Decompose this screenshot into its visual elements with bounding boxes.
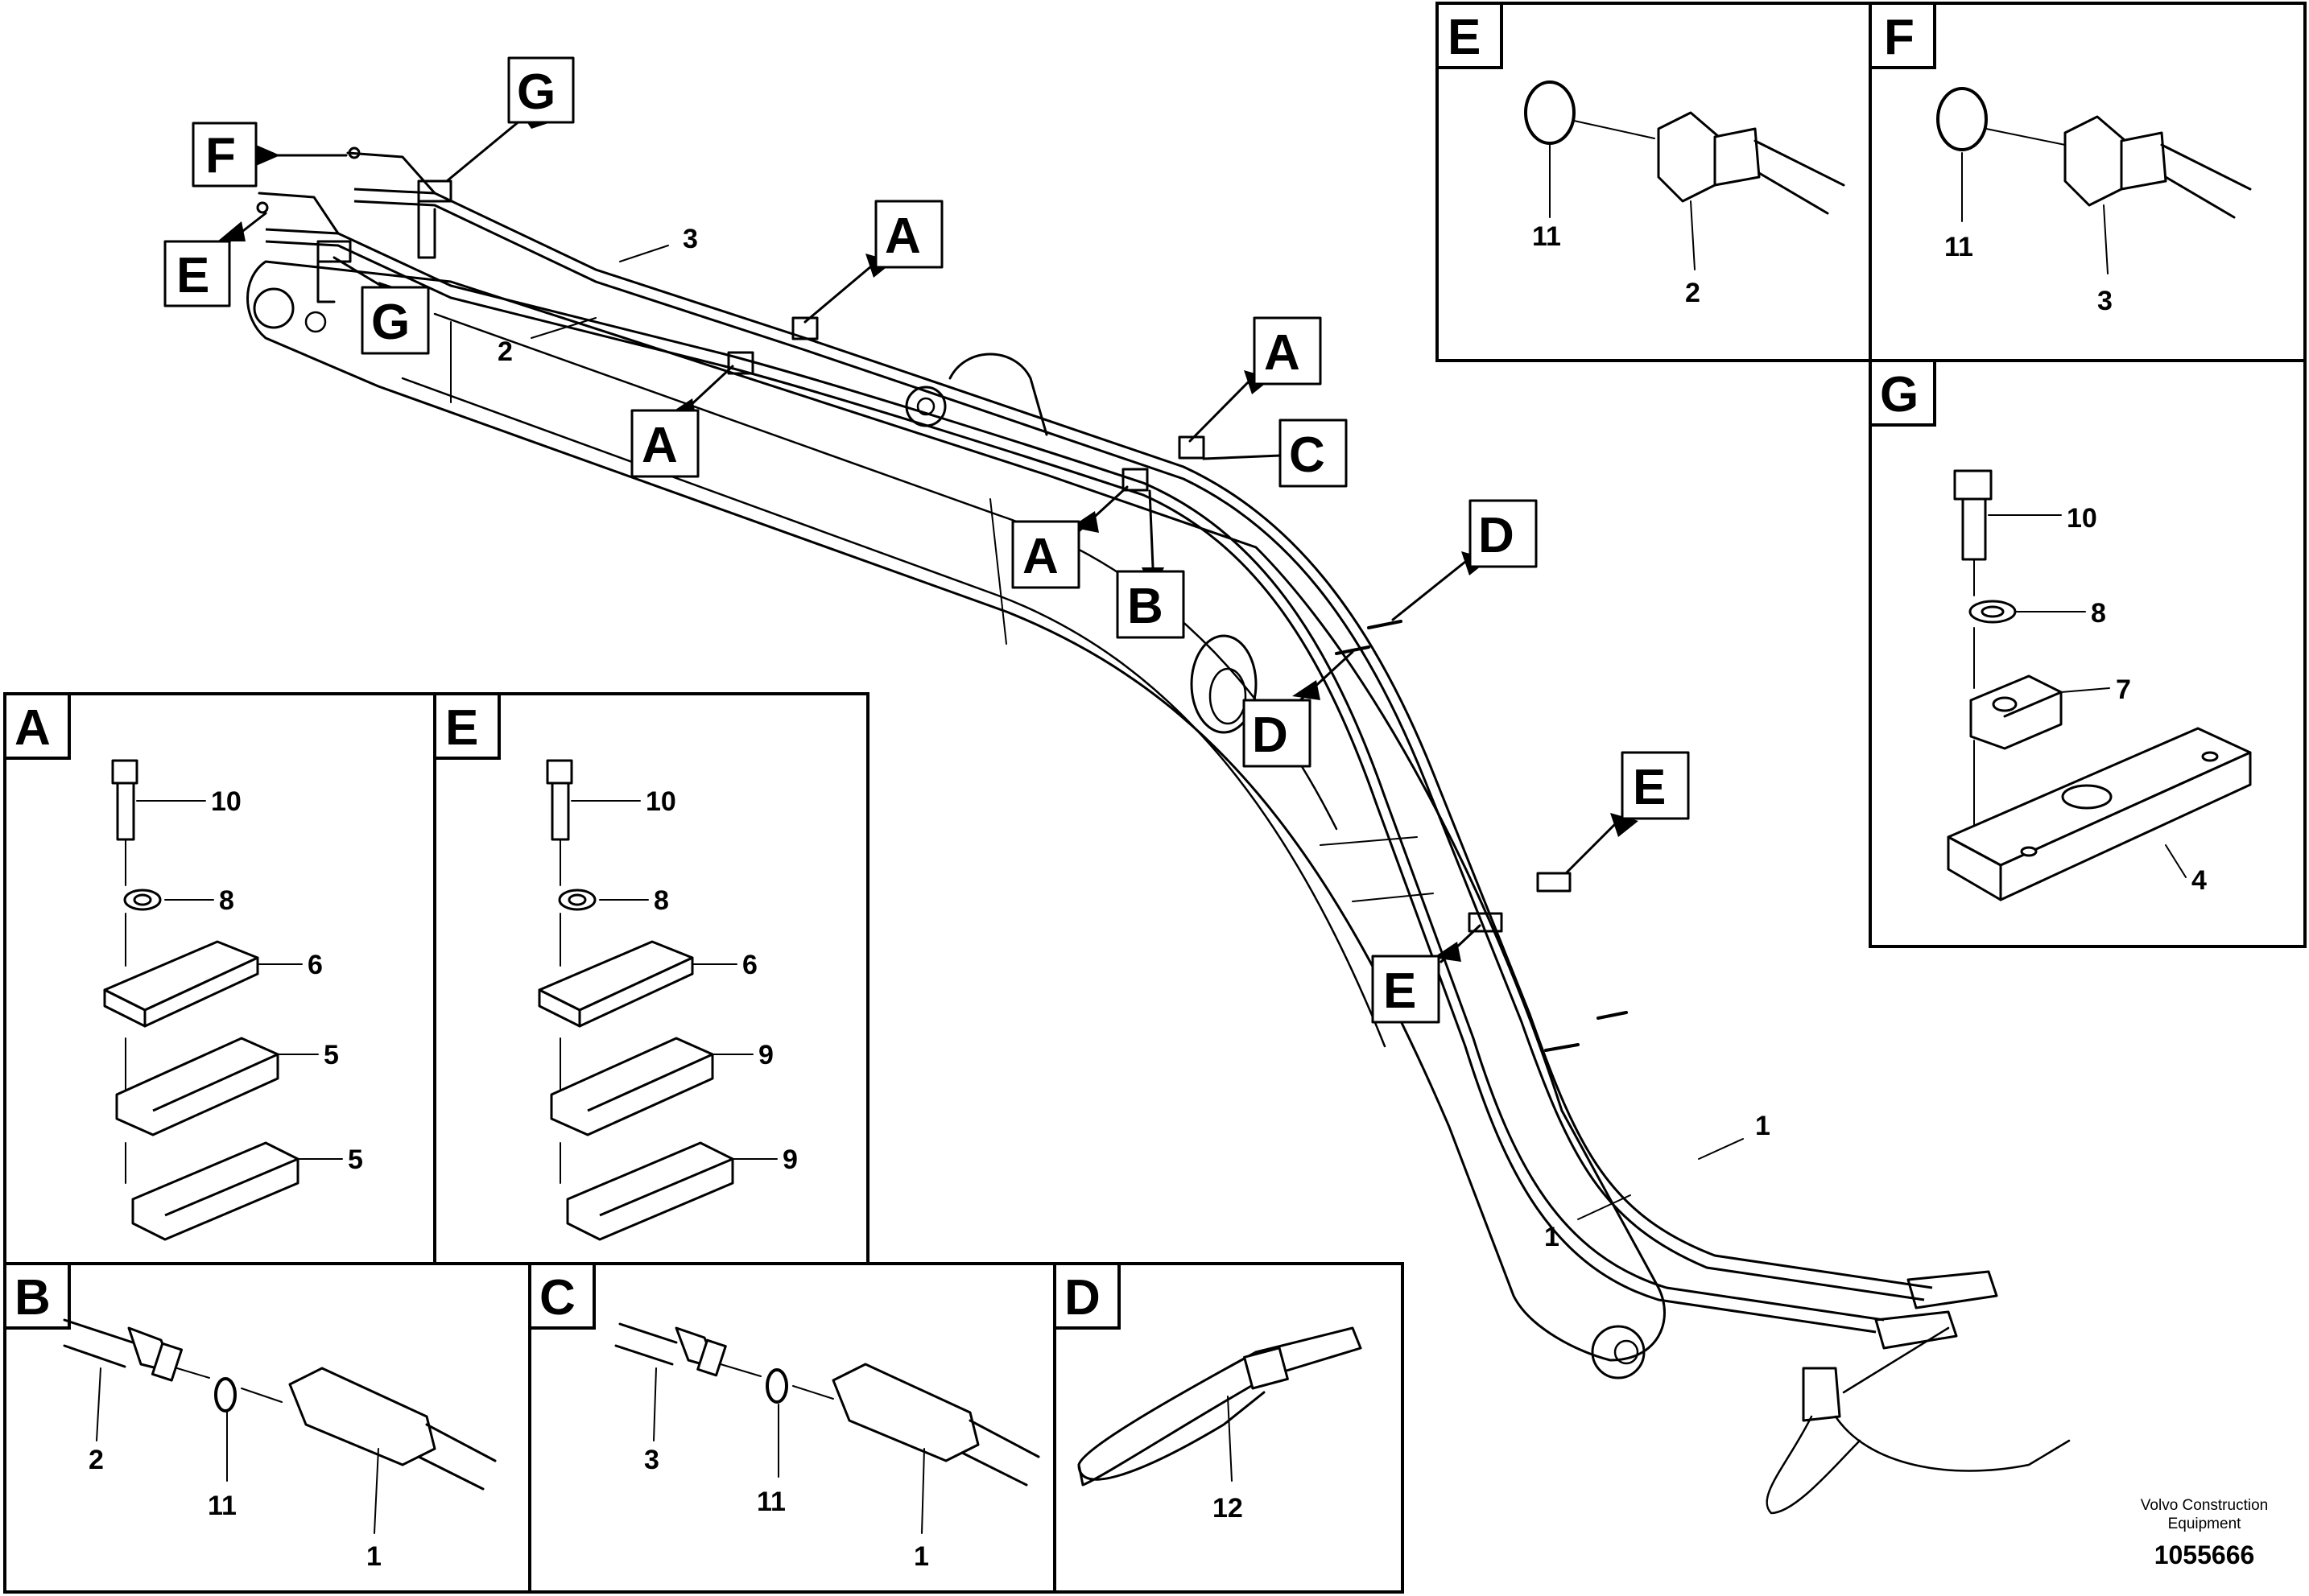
panel-C-letter: C [539,1270,576,1326]
panel-A-callout-5-lower: 5 [348,1144,363,1175]
detail-panel-F: F 11 3 [1869,2,2307,362]
hose-lines [256,146,2071,1515]
label-B: B [1127,579,1163,634]
panel-D-callout-12: 12 [1212,1493,1243,1524]
panel-A-callout-8: 8 [219,885,234,916]
label-A-2: A [642,418,678,473]
panel-D-letter: D [1064,1270,1101,1326]
label-E-arm-1: E [1633,760,1666,815]
panel-G-letter: G [1880,367,1919,423]
panel-G-callout-10: 10 [2067,503,2097,534]
panel-E-left-callout-10: 10 [646,786,676,817]
panel-C-callout-3: 3 [644,1445,659,1475]
detail-panel-C: C 3 11 1 [528,1262,1056,1594]
panel-A-callout-10: 10 [211,786,242,817]
panel-E-left-callout-9-upper: 9 [758,1040,774,1070]
panel-F-letter: F [1884,10,1915,65]
panel-E-left-callout-6: 6 [742,950,758,980]
detail-panel-D: D 12 [1053,1262,1404,1594]
label-box-A-2 [630,409,700,478]
label-box-E-main [163,240,231,307]
label-G-lower: G [371,295,410,350]
label-box-G-top [507,56,575,124]
callout-2: 2 [498,336,513,367]
panel-G-callout-8: 8 [2091,598,2106,629]
panel-F-callout-11: 11 [1944,232,1973,262]
callout-1-lower: 1 [1544,1222,1559,1252]
label-box-E-arm-2 [1371,955,1440,1024]
panel-E-left-letter: E [445,700,478,756]
panel-B-callout-1: 1 [366,1541,382,1572]
footer-company-line2: Equipment [2168,1516,2242,1532]
callout-1-upper: 1 [1755,1111,1770,1141]
detail-panel-E-left: E 10 8 6 9 9 [433,692,869,1265]
detail-panel-A: A 10 8 6 5 5 [3,692,436,1265]
label-box-C [1278,419,1348,488]
detail-panel-B: B 2 11 1 [3,1262,531,1594]
detail-panel-E-top: E 11 2 [1435,2,1872,362]
callout-3: 3 [683,224,698,254]
panel-E-top-callout-2: 2 [1685,278,1700,308]
panel-F-callout-3: 3 [2097,286,2113,316]
label-A-3: A [1264,325,1300,381]
footer-company-line1: Volvo Construction [2141,1497,2268,1514]
drawing-number: 1055666 [2154,1540,2255,1569]
panel-E-top-letter: E [1448,10,1481,65]
panel-B-callout-2: 2 [89,1445,104,1475]
main-labels: F G E G A A A C [163,56,1690,1024]
footer-credit: Volvo Construction Equipment 1055666 [2141,1497,2268,1569]
detail-panel-G: G 10 8 7 4 [1869,359,2307,948]
panel-A-callout-6: 6 [308,950,323,980]
label-box-E-arm-1 [1621,751,1690,820]
panel-G-callout-7: 7 [2116,674,2131,705]
label-G-top: G [517,64,556,120]
panel-G-callout-4: 4 [2191,865,2207,896]
label-box-D-1 [1468,499,1538,568]
label-box-D-2 [1242,699,1311,768]
label-A-4: A [1022,529,1059,584]
main-callouts: 3 2 1 1 [498,224,1770,1252]
panel-A-letter: A [14,700,51,756]
panel-B-letter: B [14,1270,51,1326]
panel-B-callout-11: 11 [208,1491,237,1521]
panel-C-callout-1: 1 [914,1541,929,1572]
label-box-B [1116,570,1185,639]
label-A-1: A [885,208,921,264]
label-F: F [205,128,236,184]
panel-A-callout-5-upper: 5 [324,1040,339,1070]
panel-E-left-callout-8: 8 [654,885,669,916]
panel-E-top-callout-11: 11 [1532,221,1561,252]
label-box-G-lower [361,286,430,355]
label-E-main: E [176,248,209,303]
label-box-F [192,122,258,188]
label-C: C [1289,427,1325,483]
label-box-A-4 [1011,520,1080,589]
panel-C-callout-11: 11 [757,1487,786,1517]
label-D-1: D [1478,508,1514,563]
label-E-arm-2: E [1383,963,1416,1019]
label-D-2: D [1252,707,1288,763]
label-box-A-3 [1253,316,1322,386]
panel-E-left-callout-9-lower: 9 [783,1144,798,1175]
label-box-A-1 [874,200,944,269]
